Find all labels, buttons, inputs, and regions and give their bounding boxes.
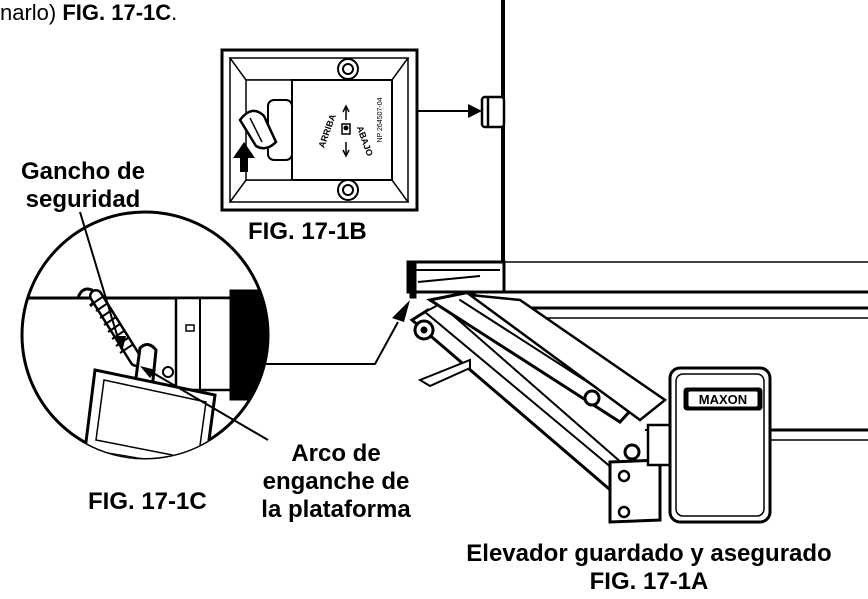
- callout-switch: [417, 104, 482, 118]
- switch-label-plate: [341, 104, 351, 158]
- maxon-cover: [668, 366, 772, 524]
- latch-detail-circle: [20, 210, 270, 460]
- control-knob: [480, 95, 506, 129]
- fig-17-1b-label: FIG. 17-1B: [248, 218, 367, 245]
- fig-17-1a-label: FIG. 17-1A: [589, 568, 709, 595]
- switch-part-number: NP 264507-04: [377, 97, 384, 142]
- lift-arms: [409, 290, 668, 514]
- platform-latch-label-line3: la plataforma: [261, 496, 411, 523]
- fig-17-1c-label: FIG. 17-1C: [88, 488, 207, 515]
- up-arrow-icon: [233, 142, 255, 172]
- intro-text-fragment: narlo) FIG. 17-1C.: [0, 0, 177, 26]
- intro-figure-reference: FIG. 17-1C: [62, 0, 172, 25]
- intro-text-start: narlo): [0, 0, 63, 25]
- mounting-bracket: [608, 423, 672, 524]
- safety-hook-label-line1: Gancho de: [20, 158, 146, 185]
- platform-latch-label-line2: enganche de: [262, 468, 410, 495]
- stowed-caption: Elevador guardado y asegurado: [466, 540, 832, 567]
- safety-hook-label: Gancho de seguridad: [0, 158, 168, 214]
- safety-hook-label-line2: seguridad: [25, 186, 141, 213]
- platform-stowed: [406, 260, 506, 299]
- mount-screws: [337, 58, 359, 201]
- toggle-switch: [238, 99, 293, 161]
- platform-latch-label-line1: Arco de: [291, 440, 381, 467]
- brand-logo-text: MAXON: [699, 392, 747, 407]
- platform-latch-label: Arco de enganche de la plataforma: [248, 440, 424, 524]
- callout-arrowheads: [114, 300, 410, 378]
- intro-text-end: .: [171, 0, 178, 25]
- callout-lines: [79, 211, 399, 441]
